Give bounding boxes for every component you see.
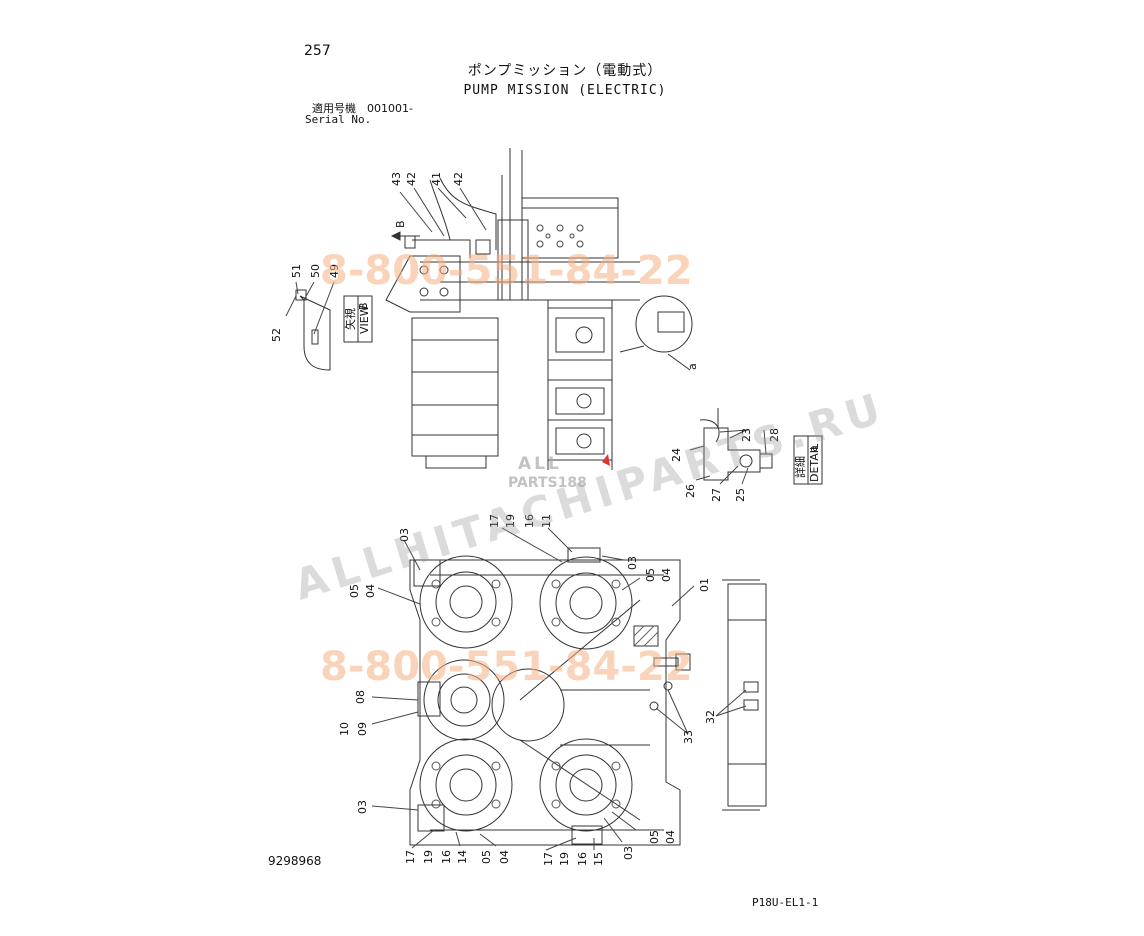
part-number: 41	[430, 172, 443, 186]
part-number: 52	[270, 328, 283, 342]
part-number: 28	[768, 428, 781, 442]
part-number: 50	[309, 264, 322, 278]
phone-watermark-bottom: 8-800-551-84-22	[320, 644, 693, 690]
part-number: 03	[622, 846, 635, 860]
logo-watermark-top: ALL	[518, 454, 562, 474]
detail-callout-letter: a	[686, 363, 699, 370]
phone-watermark-top: 8-800-551-84-22	[320, 248, 693, 294]
part-number: 03	[356, 800, 369, 814]
part-number: 04	[498, 850, 511, 864]
part-number: 03	[626, 556, 639, 570]
page-number: 257	[304, 43, 331, 59]
part-number: 01	[698, 578, 711, 592]
part-number: 16	[523, 514, 536, 528]
part-number: 04	[364, 584, 377, 598]
pump-pad-bottom-right	[539, 738, 633, 832]
part-number: 42	[405, 172, 418, 186]
site-watermark: ALLHITACHIPARTS.RU	[289, 383, 892, 610]
part-number: 16	[440, 850, 453, 864]
view-label-english: VIEW	[358, 305, 371, 334]
part-number: 49	[328, 264, 341, 278]
part-number: 27	[710, 488, 723, 502]
part-number: 43	[390, 172, 403, 186]
bottom-assembly-drawing	[409, 547, 767, 846]
part-number: 26	[684, 484, 697, 498]
view-label-japanese: 矢視	[343, 308, 357, 330]
part-number: 25	[734, 488, 747, 502]
part-number: 11	[540, 514, 553, 528]
part-number: 51	[290, 264, 303, 278]
part-number: 24	[670, 448, 683, 462]
pump-pad-middle-left	[423, 659, 505, 741]
pump-pad-top-left	[419, 555, 513, 649]
part-number: 17	[542, 852, 555, 866]
serial-label-japanese: 適用号機 001001-	[312, 102, 413, 115]
sheet-code: P18U-EL1-1	[752, 896, 819, 909]
part-number: 14	[456, 850, 469, 864]
part-number: 04	[660, 568, 673, 582]
logo-watermark-bottom: PARTS188	[508, 475, 587, 491]
part-number: 10	[338, 722, 351, 736]
part-number: 05	[348, 584, 361, 598]
part-number: 08	[354, 690, 367, 704]
part-number: 23	[740, 428, 753, 442]
part-number: 05	[648, 830, 661, 844]
detail-label-english: DETAIL	[808, 443, 821, 482]
view-b-label: 矢視 VIEW B	[343, 295, 373, 343]
part-number: 17	[404, 850, 417, 864]
detail-a-label: 詳細 DETAIL a	[793, 435, 823, 485]
part-number: 42	[452, 172, 465, 186]
bottom-leader-lines	[371, 527, 747, 851]
part-number: 33	[682, 730, 695, 744]
top-leader-lines	[285, 187, 767, 485]
part-number: 32	[704, 710, 717, 724]
pump-pad-bottom-left	[419, 738, 513, 832]
logo-red-mark	[602, 454, 610, 466]
drawing-number: 9298968	[268, 854, 322, 868]
part-number: 05	[644, 568, 657, 582]
part-number: 03	[398, 528, 411, 542]
detail-label-letter: a	[807, 445, 820, 452]
part-number: 16	[576, 852, 589, 866]
view-arrow-letter: B	[394, 220, 407, 228]
part-number: 04	[664, 830, 677, 844]
part-number: 17	[488, 514, 501, 528]
page-title-english: PUMP MISSION (ELECTRIC)	[463, 83, 667, 98]
pump-pad-top-right	[539, 556, 633, 650]
part-number: 09	[356, 722, 369, 736]
page-title-japanese: ポンプミッション（電動式）	[467, 63, 663, 79]
detail-label-japanese: 詳細	[793, 456, 807, 478]
part-number: 15	[592, 852, 605, 866]
part-number: 19	[558, 852, 571, 866]
serial-label-english: Serial No.	[305, 113, 372, 126]
part-number: 05	[480, 850, 493, 864]
view-label-letter: B	[357, 302, 370, 310]
part-number: 19	[422, 850, 435, 864]
part-number: 19	[504, 514, 517, 528]
top-assembly-drawing	[295, 148, 773, 481]
part-number-callouts: 43 42 41 42 51 50 49 52 23 28 24 26 27 2…	[270, 172, 781, 866]
